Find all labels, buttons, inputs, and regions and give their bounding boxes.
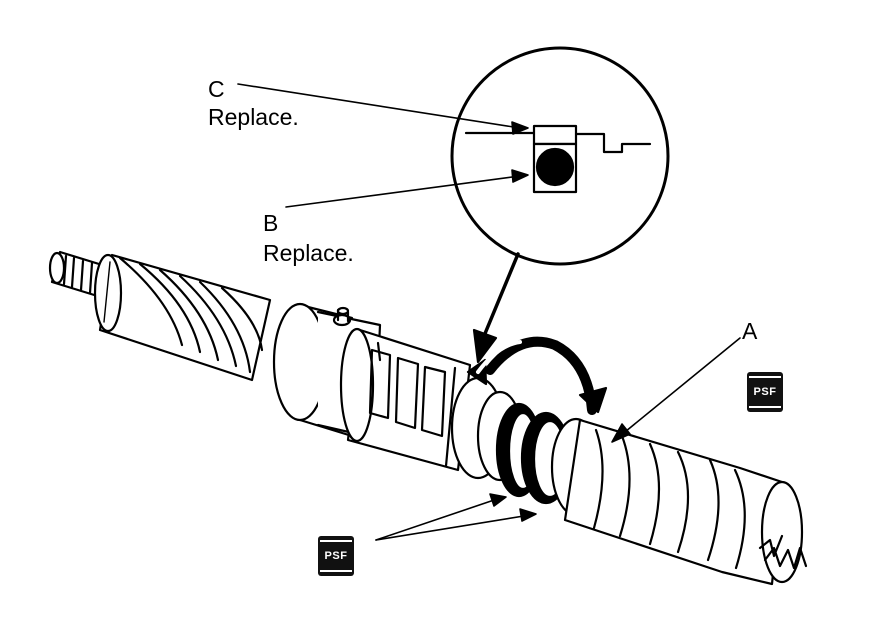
psf-badge-label: PSF: [324, 550, 348, 562]
rotary-valve-sleeve: [339, 327, 472, 472]
detail-pointer-arrow: [472, 252, 520, 364]
callout-b-note: Replace.: [263, 240, 354, 266]
callout-b-letter: B: [263, 210, 279, 236]
leader-lines: [237, 83, 741, 541]
psf-badge-label: PSF: [753, 386, 777, 398]
detail-magnifier: [450, 46, 670, 266]
fluid-container-icon: PSF: [747, 372, 783, 412]
input-shaft: [563, 418, 808, 586]
callout-c-note: Replace.: [208, 104, 299, 130]
callout-c-letter: C: [208, 76, 225, 102]
rotation-arrow-icon: [466, 336, 608, 415]
leader-psf-1: [375, 497, 501, 541]
callout-a-letter: A: [742, 318, 758, 344]
leader-b: [285, 175, 521, 208]
leader-psf-2: [375, 514, 531, 541]
pinion-gear: [93, 253, 272, 382]
fluid-container-icon: PSF: [318, 536, 354, 576]
leader-a: [619, 337, 741, 437]
leader-c: [237, 83, 521, 129]
